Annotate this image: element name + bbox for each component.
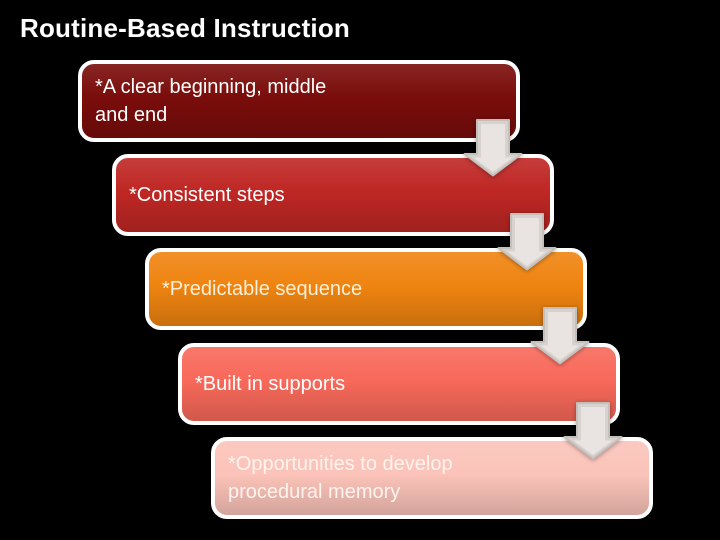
step-label-2: *Consistent steps [129, 184, 285, 206]
step-box-2: *Consistent steps [112, 154, 554, 236]
step-box-1: *A clear beginning, middle and end [78, 60, 520, 142]
step-box-4: *Built in supports [178, 343, 620, 425]
down-arrow-icon [463, 119, 523, 177]
down-arrow-inner [507, 218, 547, 266]
step-box-5: *Opportunities to develop procedural mem… [211, 437, 653, 519]
step-box-3: *Predictable sequence [145, 248, 587, 330]
down-arrow-icon [497, 213, 557, 271]
down-arrow-inner [473, 124, 513, 172]
down-arrow-inner [573, 407, 613, 455]
step-label-3: *Predictable sequence [162, 278, 363, 300]
step-label-5: *Opportunities to develop procedural mem… [228, 453, 453, 503]
down-arrow-icon [563, 402, 623, 460]
step-label-1: *A clear beginning, middle and end [95, 76, 327, 126]
down-arrow-icon [530, 307, 590, 365]
down-arrow-inner [540, 312, 580, 360]
slide-title: Routine-Based Instruction [20, 13, 351, 43]
step-label-4: *Built in supports [195, 373, 346, 395]
